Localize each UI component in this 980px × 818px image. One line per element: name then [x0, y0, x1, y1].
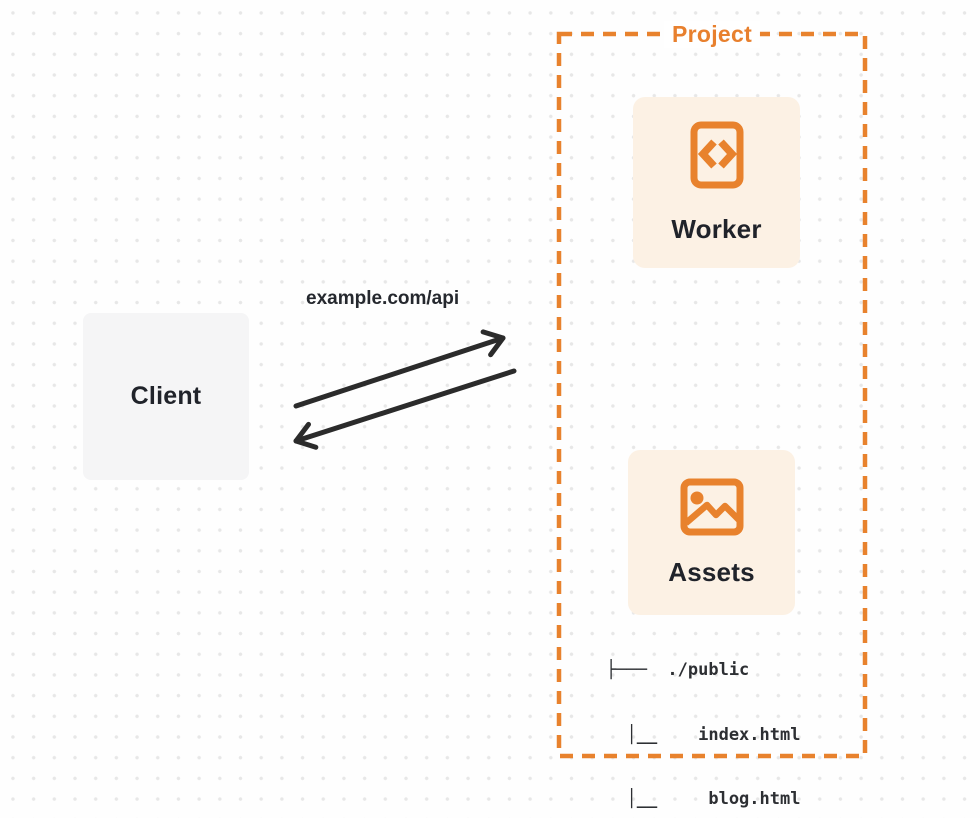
assets-label: Assets	[668, 556, 755, 587]
project-label: Project	[663, 21, 761, 48]
file-tree: ├─── ./public │__ index.html │__ blog.ht…	[606, 617, 800, 818]
request-url-label: example.com/api	[306, 288, 460, 309]
image-icon	[680, 478, 744, 541]
file-tree-line: ├─── ./public	[606, 660, 750, 680]
file-tree-line: │__ blog.html	[606, 789, 801, 809]
file-tree-line: │__ index.html	[606, 724, 801, 745]
client-label: Client	[130, 382, 202, 410]
request-arrow	[293, 329, 506, 409]
assets-node: Assets	[628, 450, 795, 615]
code-icon	[690, 121, 744, 194]
worker-label: Worker	[671, 213, 762, 244]
response-arrow	[293, 368, 517, 450]
client-node: Client	[83, 313, 249, 480]
worker-node: Worker	[633, 97, 800, 268]
